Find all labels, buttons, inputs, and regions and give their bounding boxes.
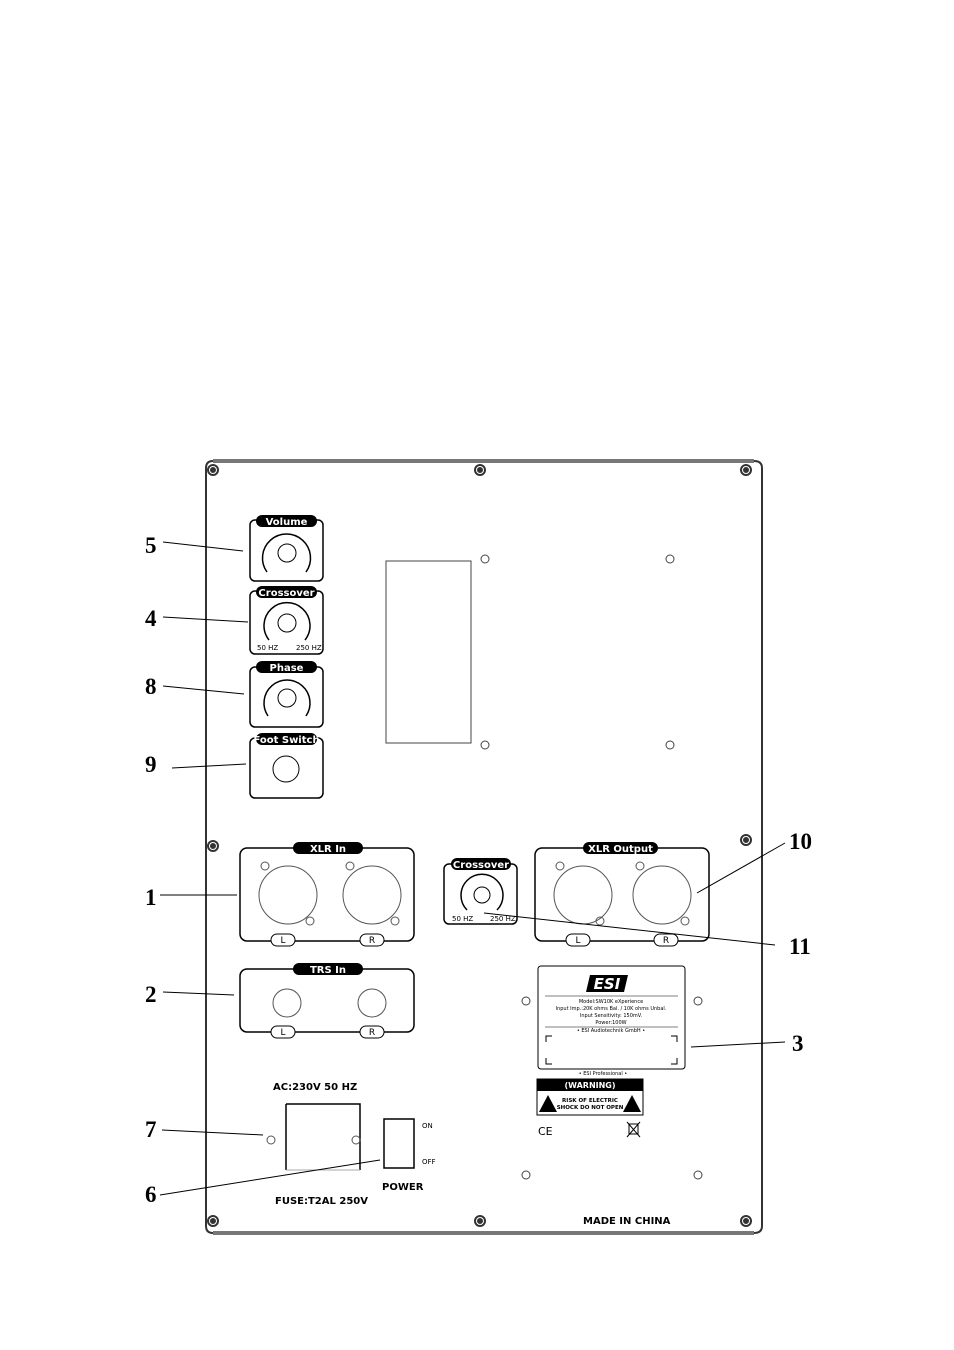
callout-5: 5 [145, 533, 157, 558]
xlr-in-label: XLR In [310, 844, 346, 855]
output-crossover-low-label: 50 HZ [452, 915, 473, 923]
xlr-output-left-label: L [575, 936, 580, 946]
xlr-in-left-connector[interactable] [258, 865, 318, 925]
foot-switch-jack[interactable]: Foot Switch [249, 733, 324, 799]
switch-on-label: ON [422, 1122, 433, 1130]
trs-in-left-jack[interactable] [272, 988, 302, 1018]
power-label: POWER [382, 1182, 424, 1193]
trs-in-right-jack[interactable] [357, 988, 387, 1018]
warning-risk-line1: RISK OF ELECTRIC [562, 1098, 618, 1104]
volume-label: Volume [266, 517, 308, 528]
warning-triangle-icon [539, 1095, 557, 1112]
xlr-in-right-label: R [369, 936, 375, 946]
nameplate-company: • ESI Audiotechnik GmbH • [577, 1028, 645, 1034]
trs-in-left-label: L [280, 1028, 285, 1038]
phase-label: Phase [270, 663, 304, 674]
shock-triangle-icon [623, 1095, 641, 1112]
callout-6: 6 [145, 1182, 157, 1207]
callout-1: 1 [145, 885, 157, 910]
warning-risk-line2: SHOCK DO NOT OPEN [557, 1105, 624, 1111]
xlr-output-right-connector[interactable] [632, 865, 692, 925]
crossover-label: Crossover [258, 588, 314, 599]
callout-8: 8 [145, 674, 157, 699]
panel-frame [205, 459, 763, 1235]
power-switch[interactable]: ON OFF POWER [382, 1118, 436, 1193]
callout-2: 2 [145, 982, 157, 1007]
nameplate-sensitivity: Input Sensitivity: 150mV. [580, 1013, 643, 1019]
panel-screws [207, 464, 752, 1227]
nameplate-power: Power:100W [595, 1020, 626, 1026]
warning-label: (WARNING) RISK OF ELECTRIC SHOCK DO NOT … [536, 1078, 644, 1116]
xlr-output-label: XLR Output [588, 844, 653, 855]
fuse-rating: FUSE:T2AL 250V [275, 1196, 368, 1207]
crossover-high-label: 250 HZ [296, 644, 322, 652]
xlr-in-panel: XLR In L R [239, 842, 415, 947]
output-crossover-high-label: 250 HZ [490, 915, 516, 923]
phase-control[interactable]: Phase [249, 661, 324, 728]
callout-4: 4 [145, 606, 157, 631]
xlr-in-left-label: L [280, 936, 285, 946]
output-crossover-label: Crossover [453, 860, 509, 871]
callout-numbers: 5 4 8 9 1 2 3 7 6 10 11 [145, 533, 812, 1207]
callout-lines [159, 541, 786, 1196]
amplifier-cutout [385, 560, 472, 744]
callout-3: 3 [792, 1031, 804, 1056]
weee-bin-icon [626, 1121, 641, 1138]
ac-rating: AC:230V 50 HZ [273, 1082, 357, 1093]
callout-11: 11 [789, 934, 811, 959]
esi-logo: ESI [594, 975, 621, 993]
nameplate-input-imp: Input Imp.:20K ohms Bal. / 10K ohms Unba… [556, 1006, 667, 1012]
callout-10: 10 [789, 829, 812, 854]
xlr-in-right-connector[interactable] [342, 865, 402, 925]
callout-7: 7 [145, 1117, 157, 1142]
switch-off-label: OFF [422, 1158, 436, 1166]
mounting-holes [480, 554, 703, 1180]
power-inlet[interactable]: AC:230V 50 HZ FUSE:T2AL 250V [266, 1082, 368, 1207]
trs-in-panel: TRS In L R [239, 963, 415, 1039]
trs-in-right-label: R [369, 1028, 375, 1038]
volume-control[interactable]: Volume [249, 515, 324, 582]
output-crossover-control[interactable]: Crossover 50 HZ 250 HZ [443, 858, 518, 925]
crossover-control[interactable]: Crossover 50 HZ 250 HZ [249, 586, 324, 655]
xlr-output-left-connector[interactable] [553, 865, 613, 925]
xlr-output-right-label: R [663, 936, 669, 946]
crossover-low-label: 50 HZ [257, 644, 278, 652]
nameplate: ESI Model:SW10K eXperience Input Imp.:20… [537, 965, 686, 1077]
xlr-output-panel: XLR Output L R [534, 842, 710, 947]
foot-switch-label: Foot Switch [253, 735, 319, 746]
nameplate-model: Model:SW10K eXperience [579, 999, 643, 1005]
warning-title: (WARNING) [564, 1081, 615, 1090]
ce-mark: CE [538, 1125, 553, 1138]
nameplate-footer: • ESI Professional • [579, 1071, 628, 1077]
callout-9: 9 [145, 752, 157, 777]
trs-in-label: TRS In [310, 965, 346, 976]
made-in-label: MADE IN CHINA [583, 1216, 671, 1227]
